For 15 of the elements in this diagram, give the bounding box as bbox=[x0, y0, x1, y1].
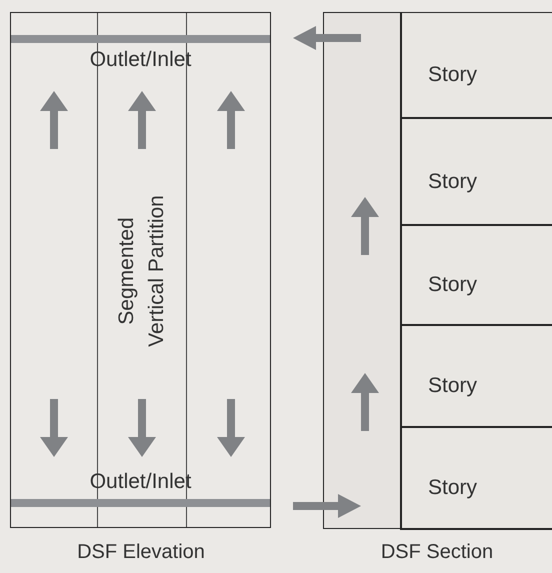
view-caption: DSF Section bbox=[380, 542, 494, 562]
elevation-panel bbox=[10, 12, 271, 528]
section-panel bbox=[323, 12, 552, 529]
story-label: Story bbox=[428, 62, 478, 88]
view-caption: DSF Elevation bbox=[76, 542, 206, 562]
story-label: Story bbox=[428, 272, 478, 298]
story-box bbox=[400, 13, 552, 119]
story-box bbox=[400, 326, 552, 428]
story-box bbox=[400, 428, 552, 530]
story-box bbox=[400, 226, 552, 326]
story-label: Story bbox=[428, 475, 478, 502]
story-label: Story bbox=[428, 168, 478, 195]
story-label: Story bbox=[428, 373, 478, 400]
story-box bbox=[400, 119, 552, 226]
partition-label: Segmented Vertical Partition bbox=[114, 194, 169, 349]
